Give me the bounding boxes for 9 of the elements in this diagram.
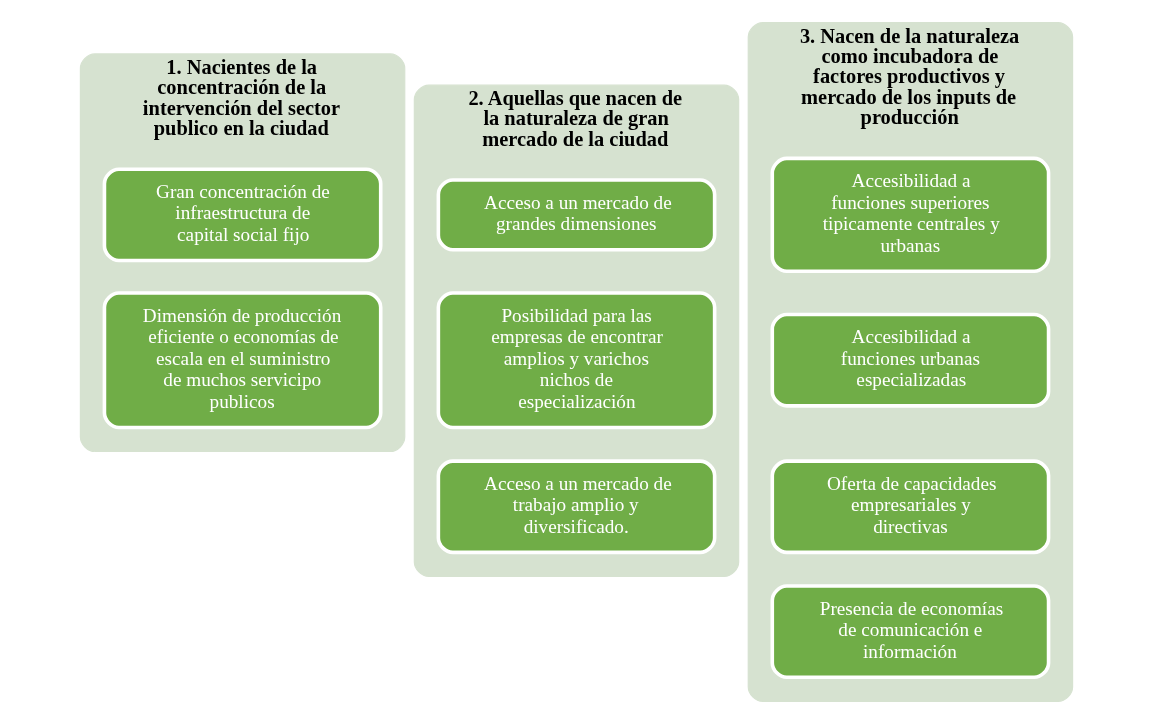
node-box: Accesibilidad a funciones superiores tipicamente centrales y urbanas (770, 156, 1051, 274)
node-box: Accesibilidad a funciones urbanas especializadas (770, 312, 1051, 408)
node-box: Dimensión de producción eficiente o economías de escala en el suministro de muchos servicipo publicos (102, 291, 383, 430)
node-box: Posibilidad para las empresas de encontrar amplios y varichos nichos de especialización (436, 291, 717, 430)
node-box: Acceso a un mercado de trabajo amplio y diversificado. (436, 459, 717, 555)
node-box: Acceso a un mercado de grandes dimensiones (436, 178, 717, 252)
node-box: Oferta de capacidades empresariales y directivas (770, 459, 1051, 555)
node-box: Presencia de economías de comunicación e información (770, 584, 1051, 680)
node-box: Gran concentración de infraestructura de capital social fijo (102, 167, 383, 263)
